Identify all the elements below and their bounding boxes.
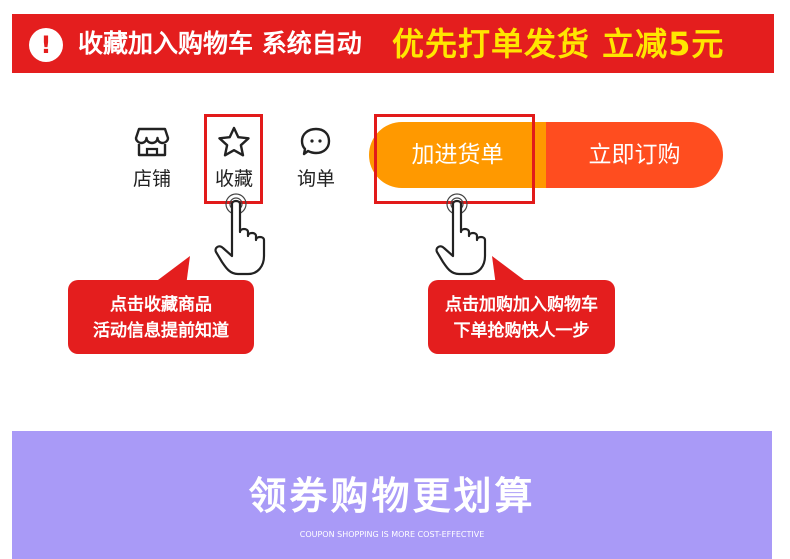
- shop-label: 店铺: [132, 168, 171, 190]
- callout-text: 下单抢购快人一步: [453, 321, 590, 341]
- callout-pointer: [492, 256, 532, 286]
- exclamation-icon: !: [29, 28, 63, 62]
- chat-bubble-icon: [300, 127, 331, 156]
- action-button-group: 加进货单 立即订购: [369, 122, 723, 188]
- star-icon: [218, 126, 250, 157]
- banner-text-primary: 收藏加入购物车 系统自动: [78, 29, 362, 58]
- inquiry-label: 询单: [296, 168, 335, 190]
- callout-text: 点击收藏商品: [110, 295, 212, 315]
- buy-now-button[interactable]: 立即订购: [546, 122, 723, 188]
- banner-text-highlight: 优先打单发货 立减5元: [392, 25, 725, 63]
- pointing-hand-icon: [214, 193, 266, 276]
- favorite-button[interactable]: 收藏: [204, 126, 264, 196]
- add-to-list-button[interactable]: 加进货单: [369, 122, 546, 188]
- callout-text: 活动信息提前知道: [93, 321, 229, 341]
- favorite-tip-callout: 点击收藏商品 活动信息提前知道: [68, 280, 254, 354]
- shop-button[interactable]: 店铺: [122, 126, 182, 196]
- coupon-section: [12, 431, 772, 559]
- callout-text: 点击加购加入购物车: [445, 295, 598, 315]
- top-banner: [12, 14, 774, 73]
- coupon-title: 领券购物更划算: [248, 474, 536, 518]
- shop-icon: [134, 127, 170, 157]
- favorite-label: 收藏: [214, 168, 253, 190]
- inquiry-button[interactable]: 询单: [286, 126, 346, 196]
- pointing-hand-icon: [435, 193, 487, 276]
- coupon-subtitle: COUPON SHOPPING IS MORE COST-EFFECTIVE: [299, 530, 485, 539]
- add-to-cart-tip-callout: 点击加购加入购物车 下单抢购快人一步: [428, 280, 615, 354]
- callout-pointer: [150, 256, 190, 286]
